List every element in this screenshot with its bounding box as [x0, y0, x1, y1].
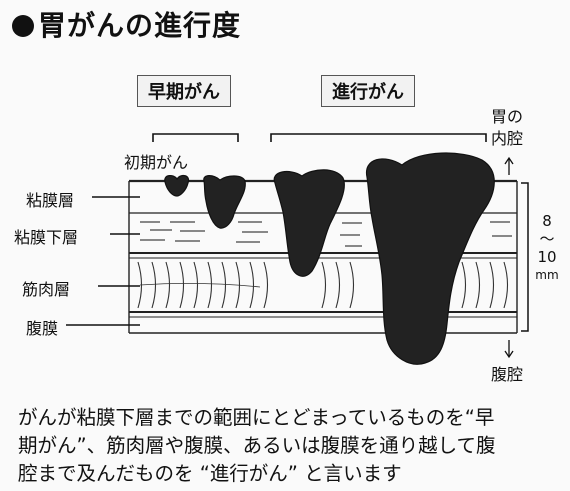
bullet-icon	[12, 15, 34, 37]
tumors	[164, 152, 495, 365]
tumor-early	[203, 175, 246, 229]
direction-arrows	[504, 156, 514, 359]
tumor-advanced-1	[273, 169, 345, 277]
caption: がんが粘膜下層までの範囲にとどまっているものを“早 期がん”、筋肉層や腹膜、ある…	[18, 404, 558, 488]
caption-line: 腔まで及んだものを “進行がん” と言います	[18, 462, 402, 485]
page-title: 胃がんの進行度	[12, 4, 241, 44]
early-cancer-label: 早期がん	[137, 75, 231, 107]
layer-leaders	[66, 196, 140, 326]
serosa-label: 腹膜	[26, 319, 59, 338]
caption-line: 期がん”、筋肉層や腹膜、あるいは腹膜を通り越して腹	[18, 434, 496, 457]
caption-line: がんが粘膜下層までの範囲にとどまっているものを“早	[18, 406, 495, 429]
tumor-initial	[164, 174, 190, 197]
advanced-bracket	[270, 133, 487, 142]
advanced-cancer-label: 進行がん	[321, 75, 415, 107]
muscle-label: 筋肉層	[22, 280, 71, 299]
mucosa-label: 粘膜層	[26, 191, 75, 210]
tumor-advanced-2	[366, 152, 495, 365]
early-bracket	[152, 133, 239, 142]
muscle-texture	[137, 261, 509, 309]
thickness-label: 8 〜 10 mm	[535, 212, 559, 282]
submucosa-texture	[140, 221, 512, 247]
thickness-bracket	[521, 182, 529, 332]
title-text: 胃がんの進行度	[38, 9, 242, 42]
stomach-lumen-label: 胃の 内腔	[491, 107, 524, 148]
submucosa-label: 粘膜下層	[14, 228, 79, 247]
initial-cancer-label: 初期がん	[124, 153, 189, 172]
peritoneal-cavity-label: 腹腔	[491, 365, 524, 384]
